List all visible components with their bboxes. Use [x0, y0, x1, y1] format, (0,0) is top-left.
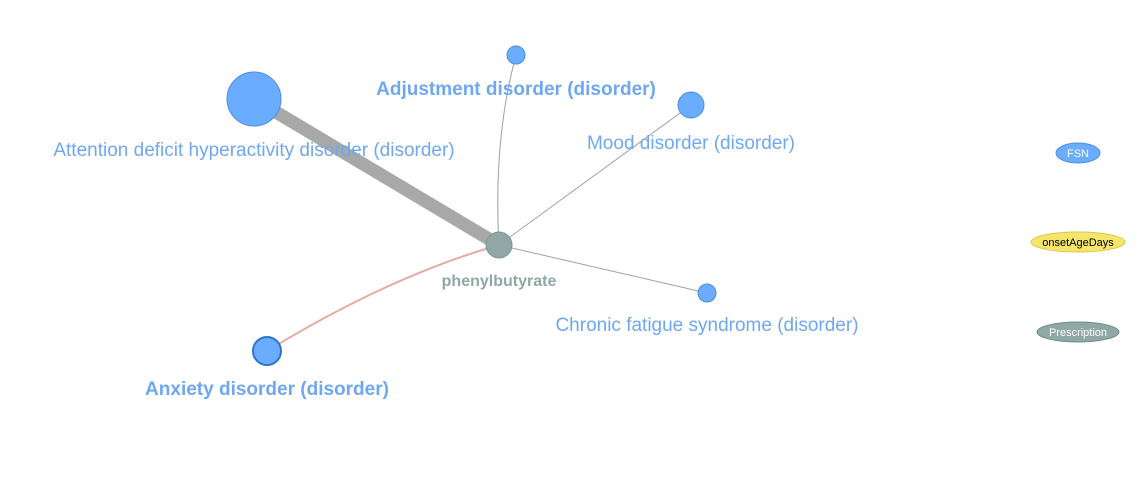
node-anxiety[interactable]: [252, 336, 282, 366]
node-adjustment[interactable]: [506, 45, 526, 65]
edge-cfs: [498, 244, 708, 294]
legend-prescription-label: Prescription: [1049, 327, 1107, 339]
edge-anxiety: [266, 244, 500, 352]
label-mood: Mood disorder (disorder): [587, 133, 795, 154]
legend-onset-label: onsetAgeDays: [1042, 237, 1114, 249]
node-cfs[interactable]: [697, 283, 717, 303]
label-cfs: Chronic fatigue syndrome (disorder): [555, 315, 858, 336]
node-phenylbutyrate[interactable]: [485, 231, 513, 259]
label-adhd: Attention deficit hyperactivity disorder…: [53, 140, 454, 161]
edges: [250, 54, 708, 352]
label-adjustment: Adjustment disorder (disorder): [376, 79, 656, 100]
legend-fsn[interactable]: FSN: [1055, 142, 1101, 164]
label-phenylbutyrate: phenylbutyrate: [442, 273, 557, 290]
edge-mood: [498, 104, 692, 246]
legend: FSN onsetAgeDays Prescription: [1030, 142, 1126, 343]
node-mood[interactable]: [677, 91, 705, 119]
node-adhd[interactable]: [226, 71, 282, 127]
label-anxiety: Anxiety disorder (disorder): [145, 379, 389, 400]
nodes: [226, 45, 717, 366]
labels: Attention deficit hyperactivity disorder…: [53, 79, 858, 400]
edge-adhd: [250, 93, 503, 251]
legend-prescription[interactable]: Prescription: [1036, 321, 1120, 343]
edge-adjustment: [497, 54, 517, 246]
legend-fsn-label: FSN: [1067, 148, 1089, 160]
legend-onset[interactable]: onsetAgeDays: [1030, 231, 1126, 253]
